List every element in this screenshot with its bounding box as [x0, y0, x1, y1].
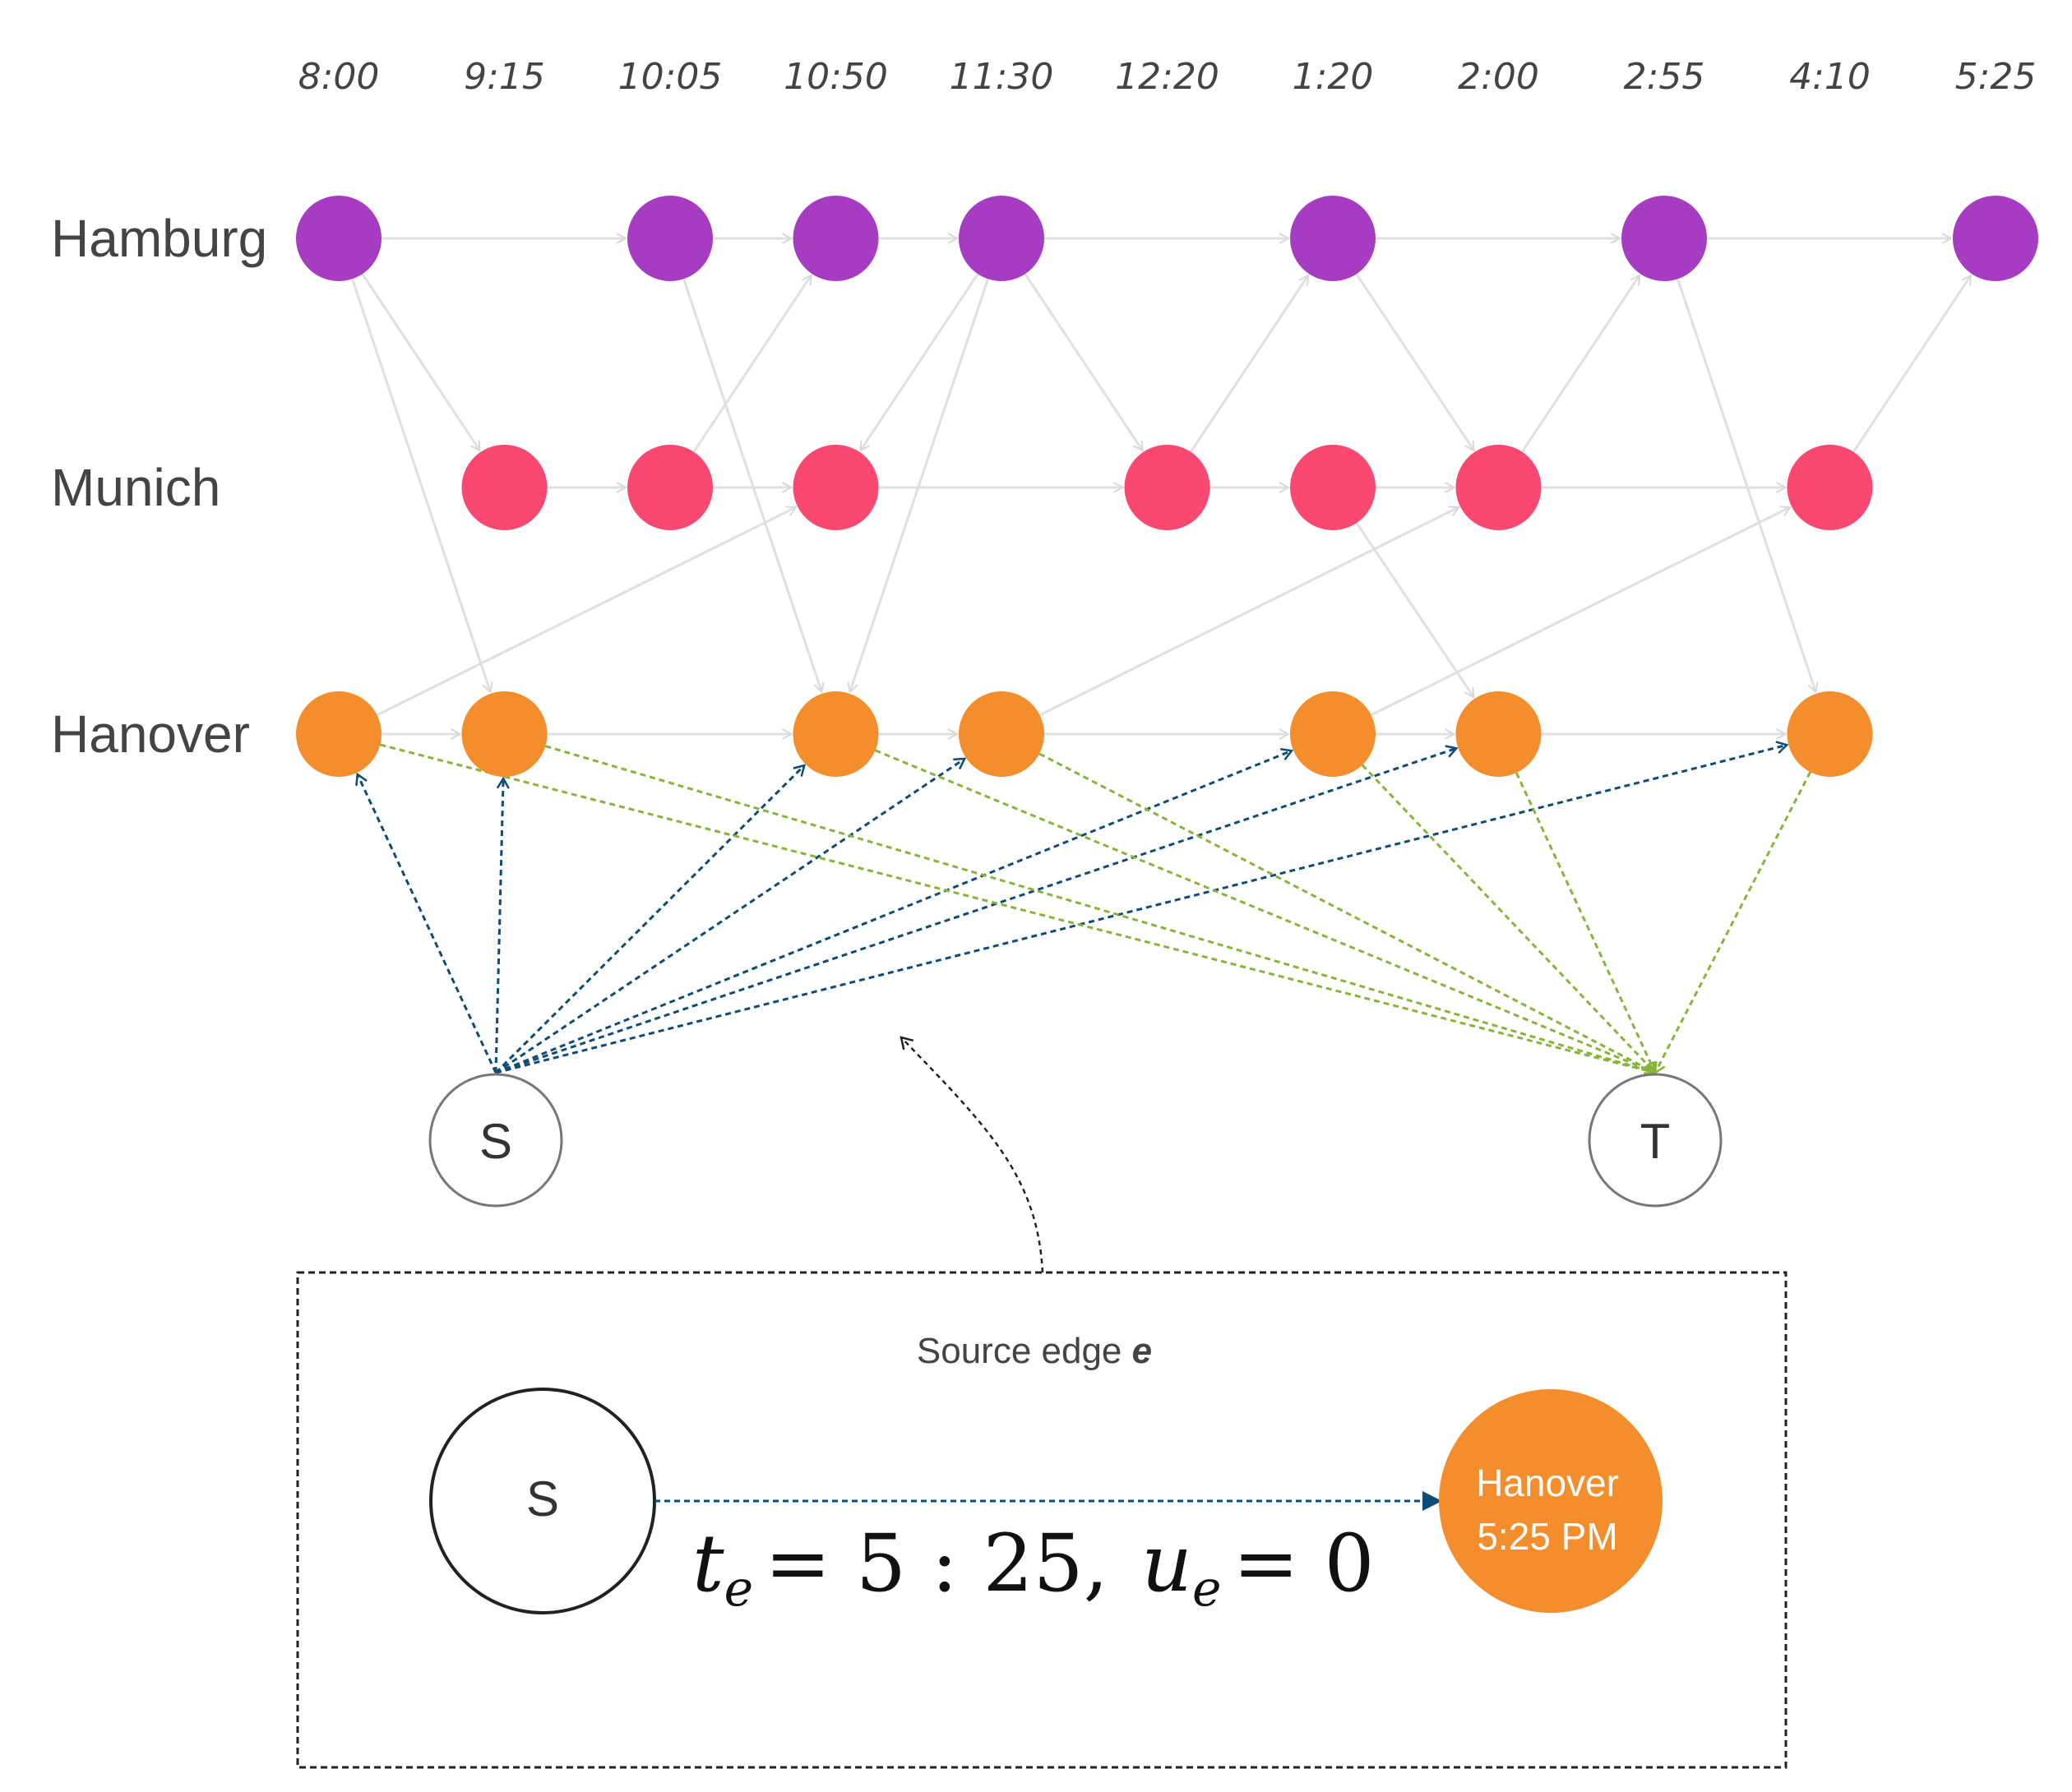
- formula-t-value: = 5 : 25,: [765, 1517, 1108, 1610]
- station-node-hamburg-10:05: [627, 196, 713, 281]
- inset-node-city: Hanover: [1476, 1462, 1619, 1504]
- city-label-hamburg: Hamburg: [51, 209, 267, 268]
- sink-edge: [379, 743, 1655, 1073]
- station-node-hanover-10:50: [793, 691, 879, 777]
- time-label: 4:10: [1789, 56, 1871, 98]
- station-node-munich-10:05: [627, 445, 713, 530]
- station-node-hamburg-11:30: [959, 196, 1044, 281]
- source-node: S: [428, 1073, 563, 1208]
- station-node-hamburg-2:55: [1621, 196, 1707, 281]
- formula-t-var: t: [692, 1517, 724, 1610]
- travel-edge: [1355, 273, 1475, 450]
- time-label: 10:05: [618, 56, 723, 98]
- source-edge-inset: Source edge e S Hanover 5:25 PM te= 5 : …: [296, 1271, 1788, 1769]
- travel-edge: [1370, 507, 1791, 717]
- callout-connector: [901, 1037, 1044, 1273]
- source-edge: [495, 759, 964, 1074]
- sink-edge: [1038, 752, 1655, 1073]
- travel-edge: [1190, 275, 1310, 453]
- time-label: 2:55: [1624, 56, 1705, 98]
- station-nodes: [296, 196, 2038, 777]
- sink-node: T: [1588, 1073, 1723, 1208]
- time-label: 2:00: [1458, 56, 1539, 98]
- inset-formula: te= 5 : 25,ue= 0: [692, 1517, 1375, 1618]
- time-label: 11:30: [950, 56, 1054, 98]
- source-edge: [495, 745, 1787, 1074]
- inset-hanover-node: [1439, 1389, 1663, 1613]
- formula-t-sub: e: [724, 1560, 754, 1618]
- source-node-label: S: [479, 1114, 512, 1169]
- time-label: 9:15: [464, 56, 545, 98]
- travel-edges: [351, 273, 1973, 717]
- sink-edge: [1655, 771, 1811, 1073]
- sink-edge: [544, 745, 1655, 1073]
- station-node-hanover-1:20: [1290, 691, 1376, 777]
- station-node-munich-1:20: [1290, 445, 1376, 530]
- travel-edge: [361, 273, 481, 450]
- station-node-munich-4:10: [1787, 445, 1873, 530]
- station-node-hamburg-1:20: [1290, 196, 1376, 281]
- formula-u-var: u: [1141, 1517, 1192, 1610]
- time-label: 10:50: [784, 56, 888, 98]
- source-edge: [358, 774, 497, 1074]
- time-label: 12:20: [1115, 56, 1219, 98]
- station-node-hanover-4:10: [1787, 691, 1873, 777]
- inset-title: Source edge e: [917, 1331, 1152, 1371]
- inset-source-label: S: [526, 1471, 559, 1526]
- source-edge: [495, 751, 1292, 1074]
- travel-edge: [1024, 273, 1144, 450]
- source-edge: [495, 748, 1456, 1074]
- station-node-hamburg-8:00: [296, 196, 382, 281]
- station-node-munich-2:00: [1455, 445, 1542, 530]
- station-node-hamburg-10:50: [793, 196, 879, 281]
- formula-u-value: = 0: [1233, 1517, 1375, 1610]
- travel-edge: [692, 275, 812, 453]
- travel-edge: [351, 278, 490, 691]
- travel-edge: [859, 273, 979, 450]
- time-label: 1:20: [1293, 56, 1374, 98]
- station-node-munich-9:15: [461, 445, 548, 530]
- travel-edge: [376, 507, 797, 717]
- inset-node-time: 5:25 PM: [1477, 1515, 1617, 1558]
- time-label: 5:25: [1955, 56, 2037, 98]
- travel-edge: [1521, 275, 1641, 453]
- station-node-hanover-9:15: [461, 691, 548, 777]
- time-label: 8:00: [298, 56, 380, 98]
- sink-edge: [1361, 764, 1655, 1073]
- inset-title-prefix: Source edge: [917, 1331, 1132, 1371]
- travel-edge: [682, 278, 821, 691]
- formula-u-sub: e: [1192, 1560, 1222, 1618]
- travel-edge: [850, 278, 989, 691]
- sink-edge: [1515, 772, 1655, 1073]
- travel-edge: [1677, 278, 1815, 691]
- station-node-hanover-11:30: [959, 691, 1044, 777]
- city-label-munich: Munich: [51, 458, 220, 517]
- station-node-munich-10:50: [793, 445, 879, 530]
- station-node-hamburg-5:25: [1953, 196, 2038, 281]
- travel-edge: [1038, 507, 1459, 717]
- station-node-hanover-2:00: [1455, 691, 1542, 777]
- city-label-hanover: Hanover: [51, 704, 250, 764]
- sink-edge: [874, 749, 1655, 1073]
- source-edge: [494, 765, 804, 1074]
- travel-edge: [1852, 275, 1973, 453]
- station-node-munich-12:20: [1124, 445, 1210, 530]
- waiting-edges: [382, 238, 1951, 734]
- sink-node-label: T: [1640, 1114, 1671, 1169]
- source-edge: [494, 778, 503, 1074]
- travel-edge: [1355, 522, 1475, 697]
- sink-edges: [379, 743, 1811, 1073]
- time-axis: 8:00 9:15 10:05 10:50 11:30 12:20 1:20 2:00 2:55…: [298, 56, 2037, 98]
- station-node-hanover-8:00: [296, 691, 382, 777]
- inset-title-variable: e: [1132, 1331, 1152, 1371]
- source-edges: [358, 745, 1787, 1074]
